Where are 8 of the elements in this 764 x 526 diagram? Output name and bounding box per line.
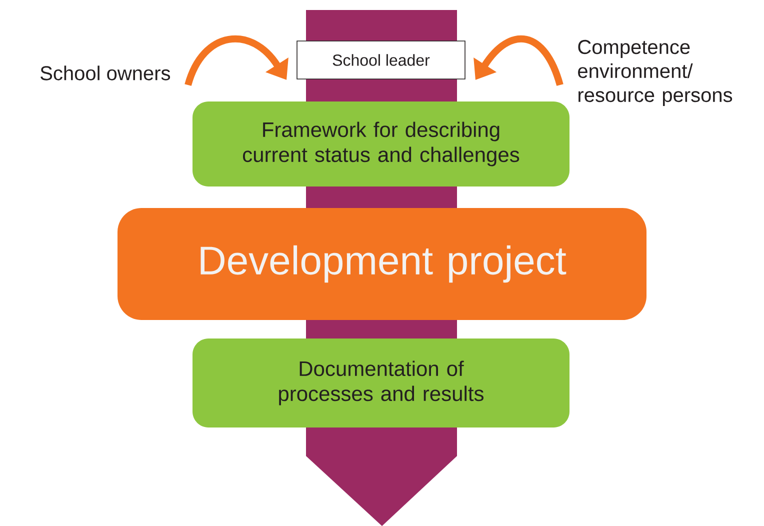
curved-arrow (184, 35, 288, 86)
node-label: Competence environment/ resource persons (578, 40, 732, 106)
label-box: School leader (296, 40, 466, 80)
node-label: School owners (40, 66, 170, 80)
rounded-box: Development project (118, 208, 646, 320)
curved-arrow (474, 36, 564, 86)
rounded-box: Framework for describing current status and challenges (192, 101, 570, 186)
rounded-box: Documentation of processes and results (192, 338, 570, 428)
